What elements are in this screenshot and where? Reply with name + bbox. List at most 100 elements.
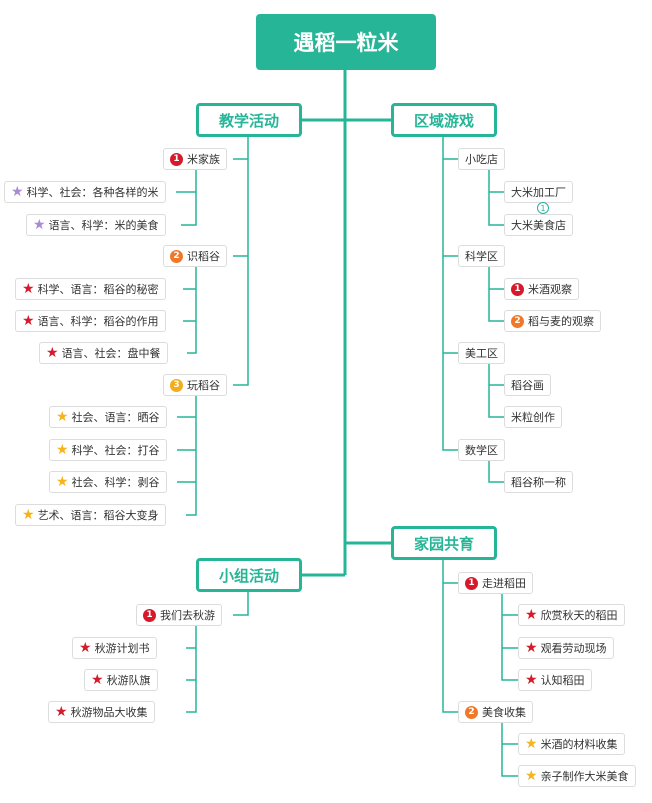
topic-label: 语言、社会：盘中餐: [61, 347, 161, 360]
home-autumn-field[interactable]: ★ 欣赏秋天的稻田: [518, 604, 625, 626]
topic-label: 美食收集: [482, 706, 526, 719]
topic-label: 科学、语言：稻谷的秘密: [37, 283, 159, 296]
area-science[interactable]: 科学区: [458, 245, 505, 267]
area-rice-creation[interactable]: 米粒创作: [504, 406, 562, 428]
topic-plate-meal[interactable]: ★ 语言、社会：盘中餐: [39, 342, 168, 364]
number-badge-icon: 2: [511, 314, 524, 328]
branch-teaching[interactable]: 教学活动: [196, 103, 302, 137]
topic-label: 秋游计划书: [94, 642, 150, 655]
topic-rice-use[interactable]: ★ 语言、科学：稻谷的作用: [15, 310, 166, 332]
home-know-field[interactable]: ★ 认知稻田: [518, 669, 592, 691]
area-rice-wheat-observe[interactable]: 2 稻与麦的观察: [504, 310, 601, 332]
topic-various-rice[interactable]: ★ 科学、社会：各种各样的米: [4, 181, 166, 203]
topic-rice-food[interactable]: ★ 语言、科学：米的美食: [26, 214, 166, 236]
topic-sun-grain[interactable]: ★ 社会、语言：晒谷: [49, 406, 167, 428]
area-rice-painting[interactable]: 稻谷画: [504, 374, 551, 396]
topic-label: 语言、科学：米的美食: [48, 219, 159, 232]
number-badge-icon: 1: [511, 282, 524, 296]
topic-label: 大米加工厂: [511, 186, 566, 199]
area-snack-shop[interactable]: 小吃店: [458, 148, 505, 170]
topic-rice-secret[interactable]: ★ 科学、语言：稻谷的秘密: [15, 278, 166, 300]
topic-label: 稻谷称一称: [511, 476, 566, 489]
topic-label: 认知稻田: [540, 674, 585, 687]
topic-label: 科学、社会：各种各样的米: [26, 186, 159, 199]
number-badge-icon: 1: [170, 152, 183, 166]
topic-rice-family[interactable]: 1 米家族: [163, 148, 227, 170]
group-outing-supplies[interactable]: ★ 秋游物品大收集: [48, 701, 155, 723]
topic-thresh-grain[interactable]: ★ 科学、社会：打谷: [49, 439, 167, 461]
area-weigh-rice[interactable]: 稻谷称一称: [504, 471, 573, 493]
topic-label: 社会、科学：剥谷: [71, 476, 160, 489]
topic-label: 科学、社会：打谷: [71, 444, 160, 457]
topic-label: 我们去秋游: [160, 609, 215, 622]
topic-play-rice[interactable]: 3 玩稻谷: [163, 374, 227, 396]
home-rice-wine-materials[interactable]: ★ 米酒的材料收集: [518, 733, 625, 755]
star-icon: ★: [525, 736, 538, 752]
topic-label: 稻与麦的观察: [528, 315, 594, 328]
area-rice-wine-observe[interactable]: 1 米酒观察: [504, 278, 579, 300]
topic-label: 稻谷画: [511, 379, 544, 392]
branch-group[interactable]: 小组活动: [196, 558, 302, 592]
star-icon: ★: [525, 640, 538, 656]
topic-label: 语言、科学：稻谷的作用: [37, 315, 159, 328]
topic-label: 识稻谷: [187, 250, 220, 263]
topic-label: 社会、语言：晒谷: [71, 411, 160, 424]
star-icon: ★: [56, 409, 69, 425]
number-badge-icon: 1: [465, 576, 478, 590]
star-icon: ★: [22, 281, 35, 297]
root-topic[interactable]: 遇稻一粒米: [256, 14, 436, 70]
topic-label: 观看劳动现场: [540, 642, 607, 655]
star-icon: ★: [46, 345, 59, 361]
group-outing-flag[interactable]: ★ 秋游队旗: [84, 669, 158, 691]
star-icon: ★: [11, 184, 24, 200]
topic-label: 米酒的材料收集: [540, 738, 618, 751]
star-icon: ★: [79, 640, 92, 656]
topic-label: 美工区: [465, 347, 498, 360]
star-icon: ★: [33, 217, 46, 233]
topic-label: 玩稻谷: [187, 379, 220, 392]
star-icon: ★: [525, 672, 538, 688]
topic-rice-transform[interactable]: ★ 艺术、语言：稻谷大变身: [15, 504, 166, 526]
home-family-cooking[interactable]: ★ 亲子制作大米美食: [518, 765, 636, 787]
star-icon: ★: [525, 607, 538, 623]
topic-label: 走进稻田: [482, 577, 526, 590]
topic-label: 秋游物品大收集: [70, 706, 148, 719]
star-icon: ★: [91, 672, 104, 688]
collapse-count-badge[interactable]: 1: [537, 202, 549, 214]
topic-label: 米家族: [187, 153, 220, 166]
topic-label: 数学区: [465, 444, 498, 457]
star-icon: ★: [22, 313, 35, 329]
branch-area[interactable]: 区域游戏: [391, 103, 497, 137]
branch-home[interactable]: 家园共育: [391, 526, 497, 560]
area-rice-food-shop[interactable]: 大米美食店: [504, 214, 573, 236]
star-icon: ★: [55, 704, 68, 720]
topic-label: 米酒观察: [528, 283, 572, 296]
group-outing-plan[interactable]: ★ 秋游计划书: [72, 637, 157, 659]
star-icon: ★: [525, 768, 538, 784]
topic-label: 科学区: [465, 250, 498, 263]
group-autumn-outing[interactable]: 1 我们去秋游: [136, 604, 222, 626]
topic-label: 秋游队旗: [106, 674, 151, 687]
topic-label: 亲子制作大米美食: [540, 770, 629, 783]
number-badge-icon: 2: [465, 705, 478, 719]
topic-peel-grain[interactable]: ★ 社会、科学：剥谷: [49, 471, 167, 493]
topic-label: 欣赏秋天的稻田: [540, 609, 618, 622]
area-rice-factory[interactable]: 大米加工厂: [504, 181, 573, 203]
topic-label: 米粒创作: [511, 411, 555, 424]
number-badge-icon: 2: [170, 249, 183, 263]
star-icon: ★: [56, 442, 69, 458]
number-badge-icon: 1: [143, 608, 156, 622]
topic-know-rice[interactable]: 2 识稻谷: [163, 245, 227, 267]
home-food-collect[interactable]: 2 美食收集: [458, 701, 533, 723]
number-badge-icon: 3: [170, 378, 183, 392]
home-labor-scene[interactable]: ★ 观看劳动现场: [518, 637, 614, 659]
area-art[interactable]: 美工区: [458, 342, 505, 364]
topic-label: 大米美食店: [511, 219, 566, 232]
topic-label: 艺术、语言：稻谷大变身: [37, 509, 159, 522]
area-math[interactable]: 数学区: [458, 439, 505, 461]
star-icon: ★: [22, 507, 35, 523]
topic-label: 小吃店: [465, 153, 498, 166]
home-rice-field[interactable]: 1 走进稻田: [458, 572, 533, 594]
star-icon: ★: [56, 474, 69, 490]
